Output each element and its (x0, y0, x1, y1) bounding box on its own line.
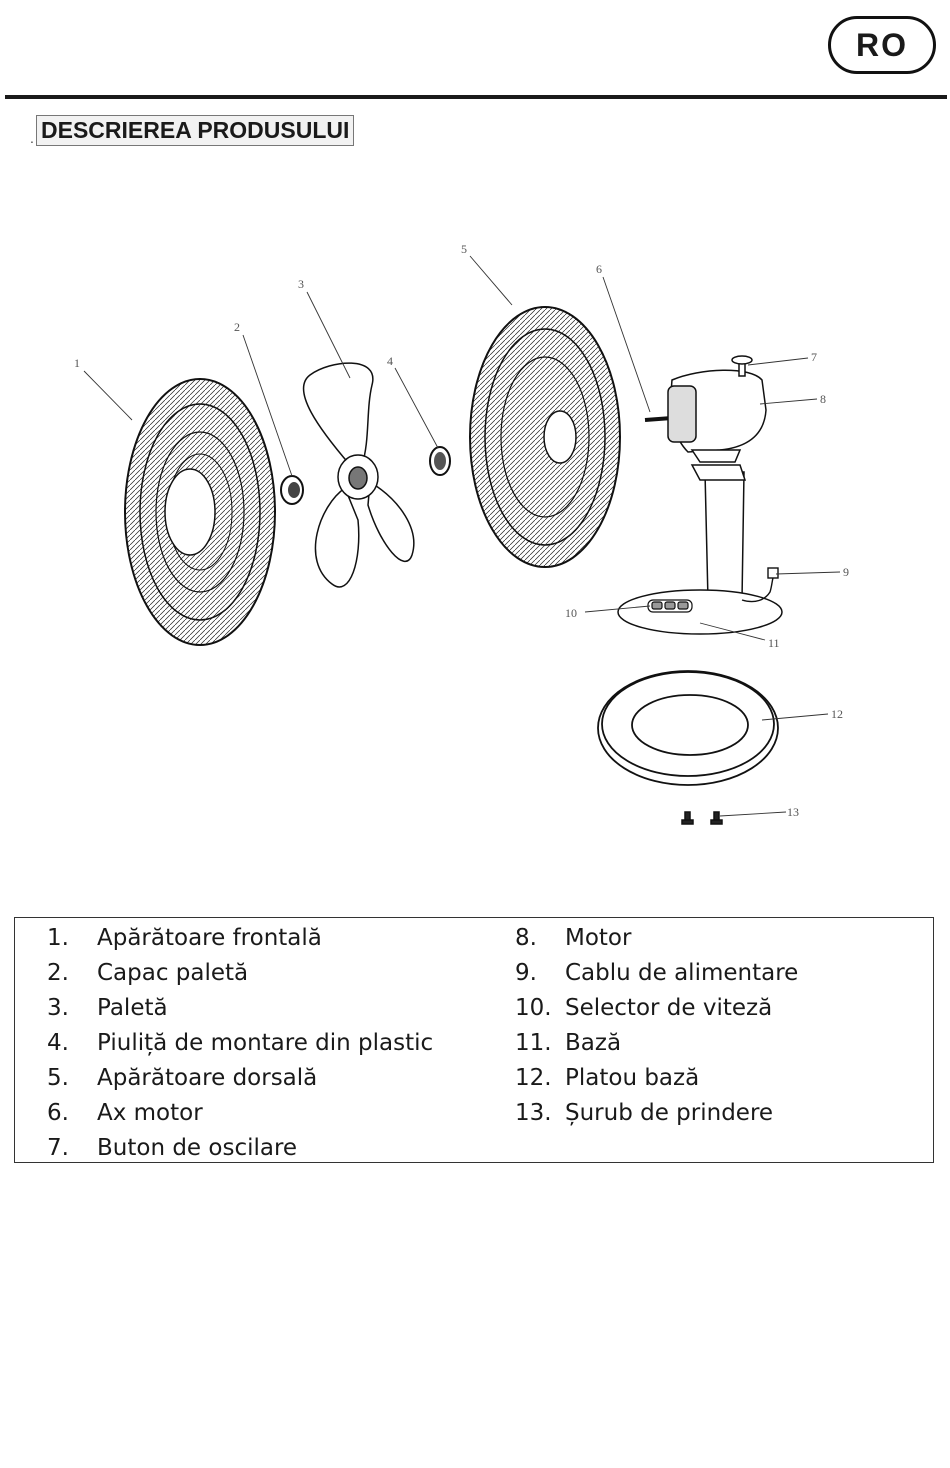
callout-3: 3 (298, 277, 304, 291)
section-title: DESCRIEREA PRODUSULUI (36, 115, 354, 146)
list-item: 3.Paletă (47, 991, 433, 1026)
callout-13: 13 (787, 805, 799, 819)
rear-guard-drawing (470, 307, 620, 567)
callout-12: 12 (831, 707, 843, 721)
language-badge: RO (828, 16, 936, 74)
speed-selector-drawing (648, 600, 692, 612)
list-item: 12.Platou bază (515, 1061, 798, 1096)
list-item: 10.Selector de viteză (515, 991, 798, 1026)
stand-column-drawing (692, 465, 745, 600)
list-item: 13.Șurub de prindere (515, 1096, 798, 1131)
list-item: 2.Capac paletă (47, 956, 433, 991)
parts-list: 1.Apărătoare frontală 2.Capac paletă 3.P… (14, 917, 934, 1163)
front-guard-drawing (125, 379, 275, 645)
callout-2: 2 (234, 320, 240, 334)
list-item: 11.Bază (515, 1026, 798, 1061)
list-item: 1.Apărătoare frontală (47, 921, 433, 956)
callout-9: 9 (843, 565, 849, 579)
callout-7: 7 (811, 350, 817, 364)
list-item: 4.Piuliță de montare din plastic (47, 1026, 433, 1061)
list-item: 9.Cablu de alimentare (515, 956, 798, 991)
callout-11: 11 (768, 636, 780, 650)
list-item: 6.Ax motor (47, 1096, 433, 1131)
list-item: 7.Buton de oscilare (47, 1131, 433, 1166)
motor-housing-drawing (668, 370, 766, 462)
callout-8: 8 (820, 392, 826, 406)
list-item: 8.Motor (515, 921, 798, 956)
callout-4: 4 (387, 354, 393, 368)
base-plate-drawing (598, 671, 778, 785)
fan-exploded-diagram: 1 2 3 4 5 6 7 8 9 10 11 12 13 (0, 170, 950, 870)
callout-6: 6 (596, 262, 602, 276)
header-rule (5, 95, 947, 99)
base-drawing (618, 590, 782, 634)
list-item: 5.Apărătoare dorsală (47, 1061, 433, 1096)
parts-column-left: 1.Apărătoare frontală 2.Capac paletă 3.P… (47, 921, 433, 1166)
blade-cap-drawing (281, 476, 303, 504)
callout-5: 5 (461, 242, 467, 256)
fan-blade-drawing (304, 363, 414, 587)
mounting-screws-drawing (682, 812, 722, 824)
callout-10: 10 (565, 606, 577, 620)
title-marker: . (30, 130, 34, 146)
parts-column-right: 8.Motor 9.Cablu de alimentare 10.Selecto… (515, 921, 798, 1131)
plastic-nut-drawing (430, 447, 450, 475)
callout-1: 1 (74, 356, 80, 370)
